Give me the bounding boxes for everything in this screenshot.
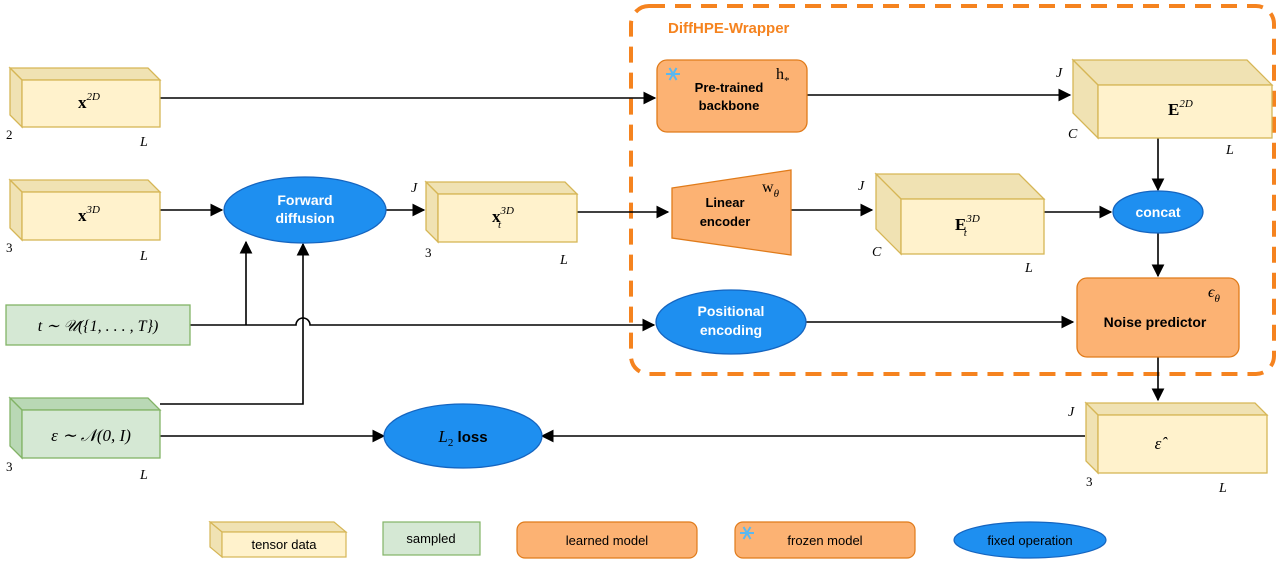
- legend-fixed: fixed operation: [953, 521, 1107, 559]
- svg-text:3: 3: [1086, 474, 1093, 489]
- svg-text:wθ: wθ: [762, 179, 780, 200]
- model-noise-predictor: Noise predictor ϵθ: [1076, 277, 1240, 358]
- tensor-x3d: x3D 3 L: [6, 178, 162, 264]
- tensor-x2d: x2D 2 L: [6, 66, 162, 150]
- legend-tensor: tensor data: [208, 520, 348, 559]
- svg-text:L: L: [139, 249, 148, 264]
- svg-text:C: C: [1068, 127, 1078, 142]
- svg-text:Positional: Positional: [698, 303, 765, 319]
- svg-text:concat: concat: [1135, 204, 1180, 220]
- svg-text:J: J: [411, 181, 418, 196]
- model-backbone: Pre-trained backbone h*: [656, 59, 808, 133]
- arrow-eps-to-diffusion: [160, 242, 310, 405]
- svg-text:diffusion: diffusion: [275, 210, 334, 226]
- svg-text:L: L: [139, 468, 148, 483]
- svg-text:L: L: [1024, 261, 1033, 276]
- wrapper-title: DiffHPE-Wrapper: [668, 20, 790, 37]
- svg-text:sampled: sampled: [406, 531, 455, 546]
- svg-text:tensor data: tensor data: [251, 537, 317, 552]
- svg-text:C: C: [872, 245, 882, 260]
- svg-text:L: L: [1218, 481, 1227, 496]
- legend: tensor data sampled learned model frozen…: [208, 520, 1107, 559]
- wrapper-frame: [629, 4, 1276, 376]
- svg-text:x3D: x3D: [78, 204, 100, 225]
- svg-text:3: 3: [425, 245, 432, 260]
- sampled-t: t ∼ 𝒰({1, . . . , T}): [5, 304, 191, 346]
- svg-text:encoder: encoder: [700, 214, 751, 229]
- svg-text:t ∼ 𝒰({1, . . . , T}): t ∼ 𝒰({1, . . . , T}): [38, 318, 159, 335]
- svg-text:L: L: [139, 135, 148, 150]
- svg-text:Pre-trained: Pre-trained: [695, 80, 764, 95]
- connections: [160, 88, 1165, 443]
- legend-frozen: frozen model: [734, 521, 916, 559]
- op-l2-loss: L2 loss: [383, 403, 543, 469]
- tensor-e2d: E2D J C L: [1056, 58, 1274, 158]
- tensor-eps: ε ∼ 𝒩(0, I) 3 L: [6, 396, 162, 483]
- svg-text:backbone: backbone: [699, 98, 760, 113]
- svg-text:frozen model: frozen model: [787, 533, 862, 548]
- op-forward-diffusion: Forward diffusion: [223, 176, 387, 244]
- svg-text:J: J: [1056, 66, 1063, 81]
- svg-text:3: 3: [6, 240, 13, 255]
- legend-sampled: sampled: [382, 521, 481, 556]
- legend-learned: learned model: [516, 521, 698, 559]
- svg-text:Forward: Forward: [277, 192, 332, 208]
- svg-text:ε ∼ 𝒩(0, I): ε ∼ 𝒩(0, I): [51, 426, 131, 445]
- svg-text:E2D: E2D: [1168, 98, 1193, 119]
- svg-text:L: L: [559, 253, 568, 268]
- svg-text:Noise predictor: Noise predictor: [1104, 314, 1207, 330]
- tensor-eps-hat: ε̂ J 3 L: [1068, 401, 1269, 496]
- svg-text:3: 3: [6, 459, 13, 474]
- svg-text:learned model: learned model: [566, 533, 648, 548]
- svg-text:ϵθ: ϵθ: [1208, 284, 1220, 305]
- op-positional-encoding: Positional encoding: [655, 289, 807, 355]
- svg-text:Linear: Linear: [705, 195, 744, 210]
- arrow-t-to-positional: [190, 317, 656, 332]
- svg-text:L2 loss: L2 loss: [437, 427, 487, 449]
- svg-text:encoding: encoding: [700, 322, 762, 338]
- svg-text:2: 2: [6, 127, 13, 142]
- model-linear-encoder: Linear encoder wθ: [671, 169, 792, 256]
- svg-text:h*: h*: [776, 66, 790, 87]
- svg-text:J: J: [858, 179, 865, 194]
- svg-text:L: L: [1225, 143, 1234, 158]
- svg-text:x2D: x2D: [78, 91, 100, 112]
- svg-text:J: J: [1068, 405, 1075, 420]
- svg-text:fixed operation: fixed operation: [987, 533, 1072, 548]
- op-concat: concat: [1112, 190, 1204, 234]
